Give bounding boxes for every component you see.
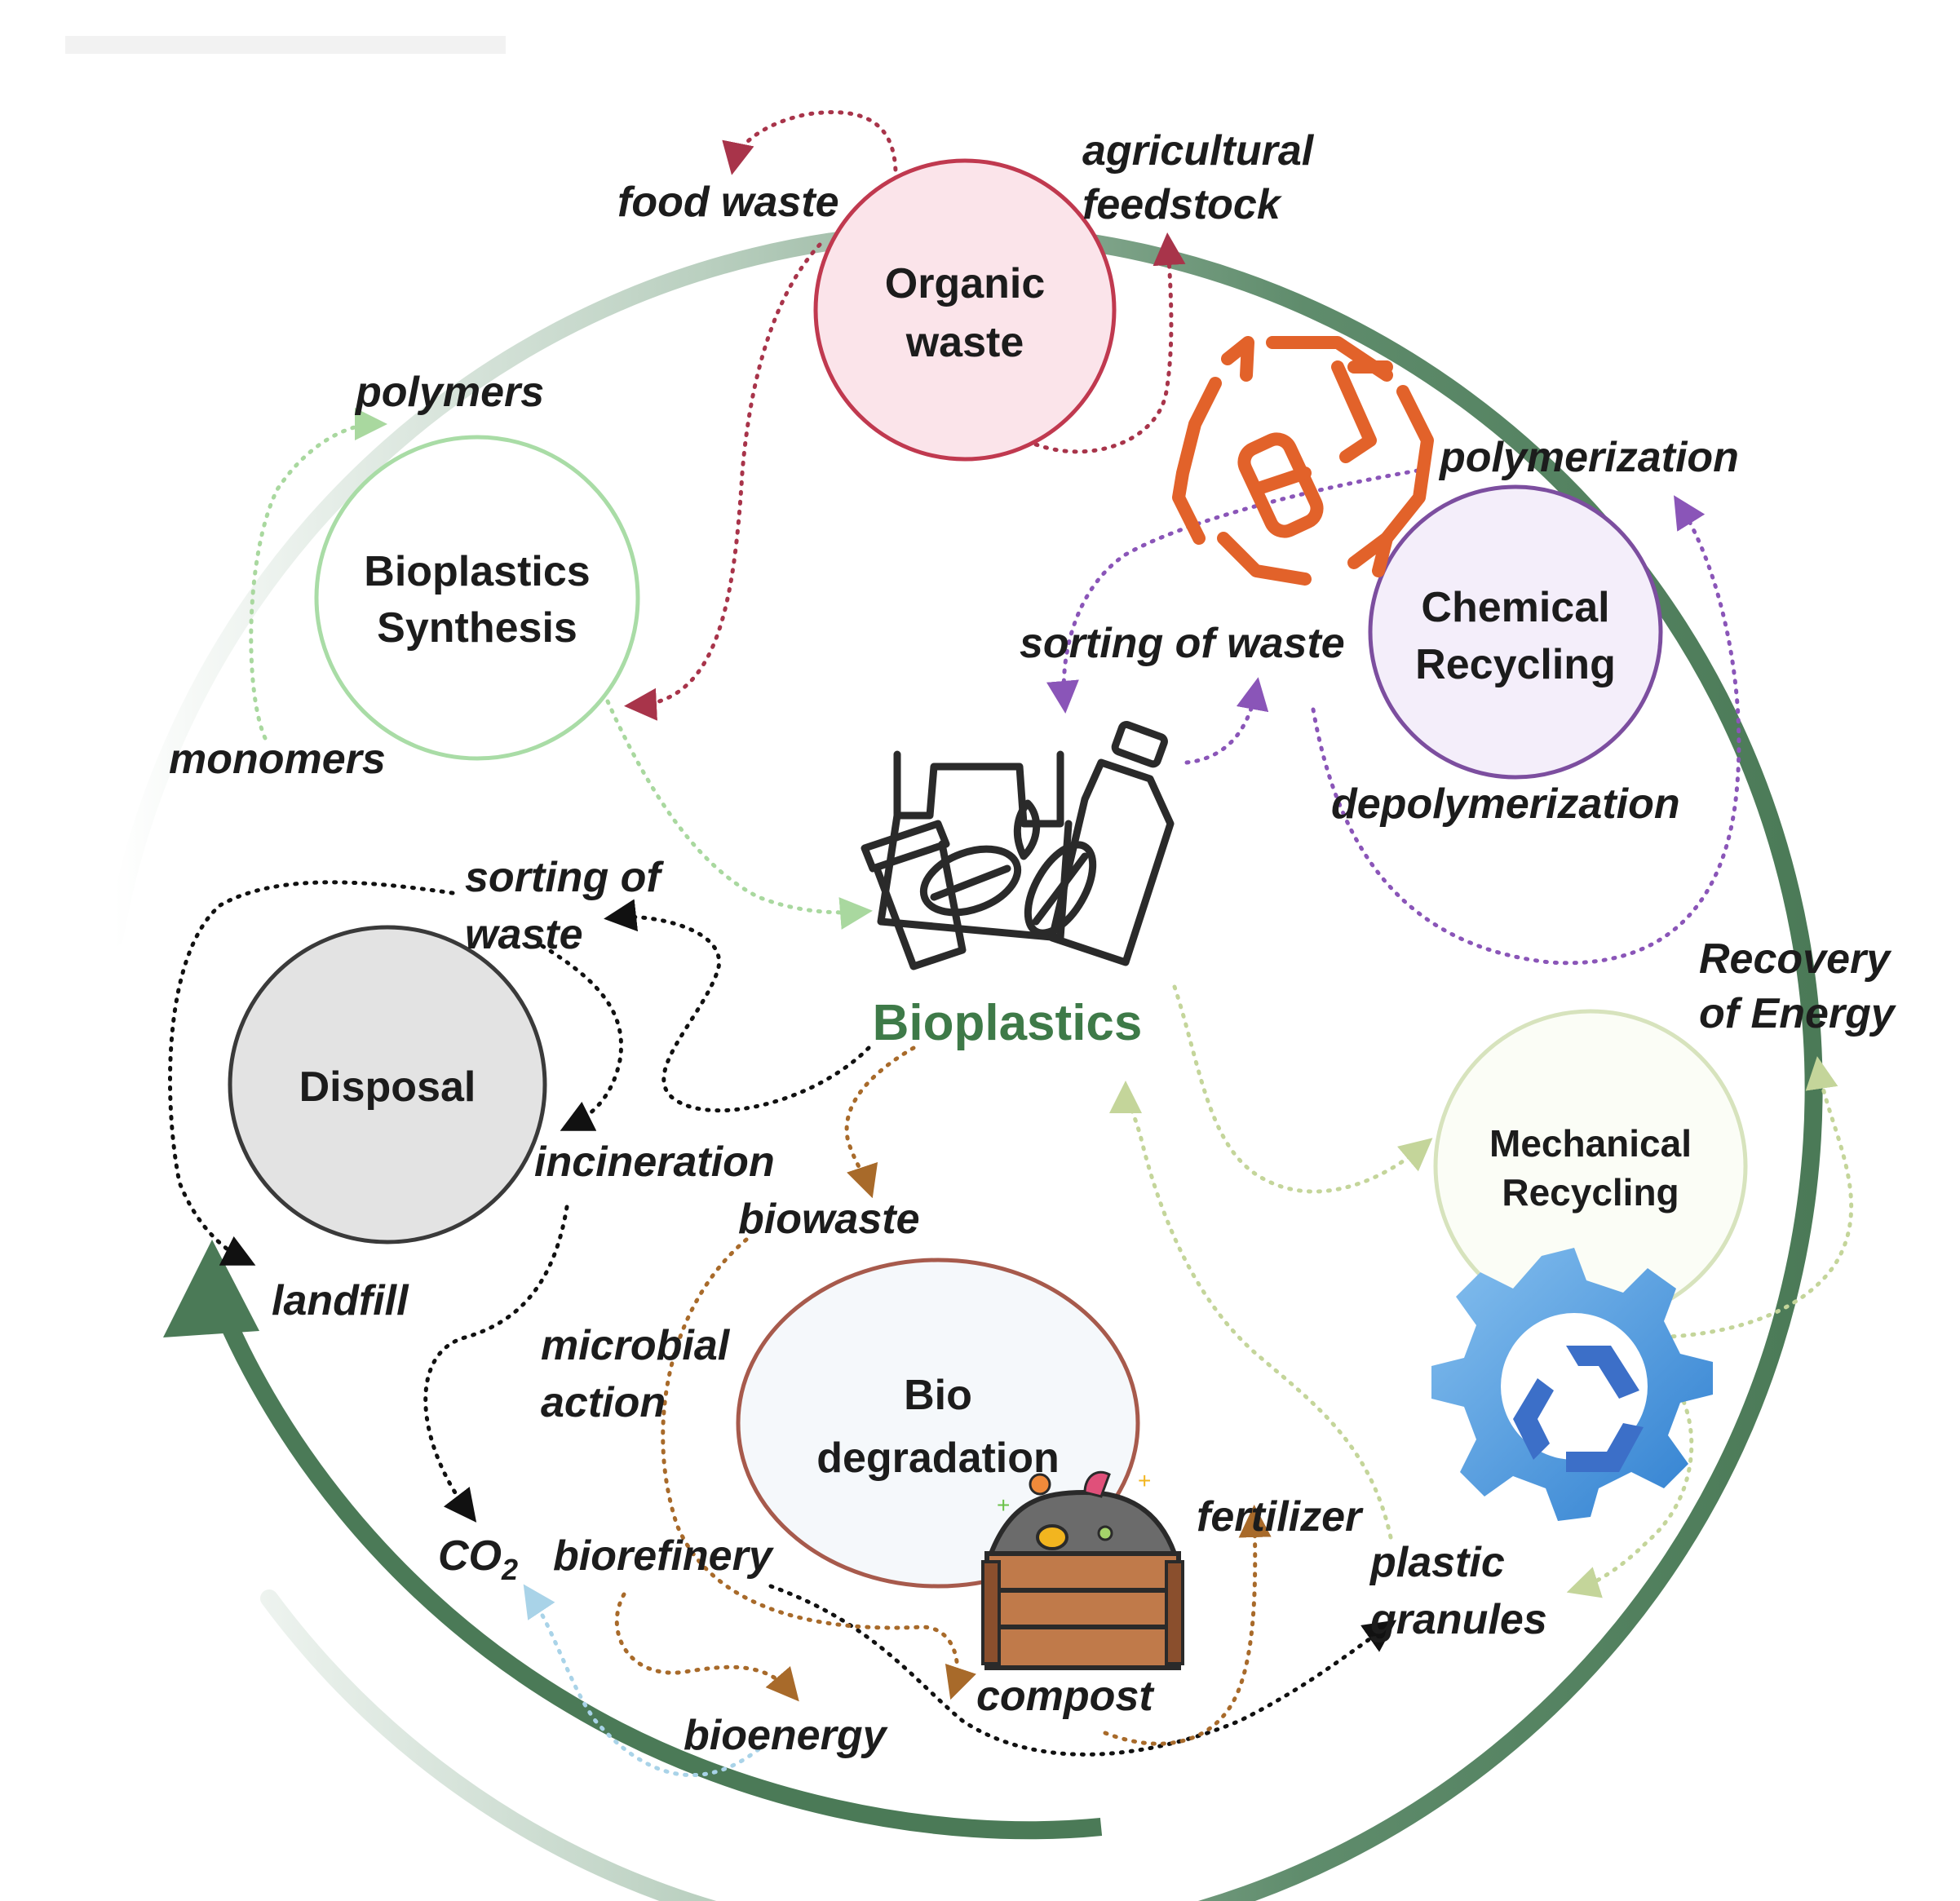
arrow-depolymerization-to-polymerization bbox=[1311, 495, 1741, 966]
flow-labels: food waste agricultural feedstock polyme… bbox=[169, 127, 1897, 1759]
label-of-energy: of Energy bbox=[1699, 990, 1897, 1037]
chemical-recycling-line-2: Recycling bbox=[1415, 641, 1616, 688]
bioplastics-synthesis-line-1: Bioplastics bbox=[364, 548, 590, 595]
arrow-synthesis-to-bioplastics bbox=[605, 699, 873, 930]
bioplastics-center-label: Bioplastics bbox=[873, 995, 1143, 1051]
label-recovery: Recovery bbox=[1699, 935, 1892, 983]
label-co2-main: CO bbox=[438, 1532, 502, 1580]
label-granules: granules bbox=[1369, 1596, 1547, 1643]
bioplastics-products-icon bbox=[861, 720, 1175, 970]
label-biorefinery: biorefinery bbox=[553, 1532, 775, 1580]
label-feedstock: feedstock bbox=[1082, 181, 1283, 228]
bioplastics-synthesis-line-2: Synthesis bbox=[377, 604, 577, 652]
outer-cycle-arrow bbox=[105, 223, 1823, 1901]
svg-text:+: + bbox=[1138, 1468, 1151, 1493]
node-chemical-recycling: Chemical Recycling bbox=[1368, 484, 1663, 780]
arrow-monomers-to-polymers bbox=[249, 408, 387, 741]
biodegradation-line-2: degradation bbox=[816, 1435, 1060, 1482]
chemical-recycling-line-1: Chemical bbox=[1421, 584, 1609, 631]
mechanical-recycling-line-2: Recycling bbox=[1502, 1171, 1679, 1214]
arrow-bioenergy-to-co2 bbox=[523, 1584, 761, 1778]
label-monomers: monomers bbox=[169, 736, 386, 783]
arrow-bioplastics-to-mechanical bbox=[1172, 984, 1433, 1194]
label-plastic: plastic bbox=[1369, 1539, 1505, 1586]
label-food-waste: food waste bbox=[617, 179, 839, 226]
arrow-bioplastics-to-sorting-left bbox=[604, 899, 871, 1113]
arrow-sorting-to-landfill bbox=[167, 880, 455, 1266]
arrow-granules-to-bioplastics bbox=[1109, 1081, 1393, 1540]
arrow-bioplastics-to-sorting bbox=[1184, 677, 1269, 765]
label-landfill: landfill bbox=[272, 1277, 409, 1324]
label-co2: CO2 bbox=[438, 1532, 518, 1586]
arrow-biowaste-to-compost bbox=[661, 1237, 976, 1700]
organic-waste-line-1: Organic bbox=[885, 260, 1046, 307]
node-bioplastics-synthesis: Bioplastics Synthesis bbox=[314, 435, 640, 761]
arrow-bioplastics-to-biowaste bbox=[844, 1046, 916, 1199]
label-polymers: polymers bbox=[354, 369, 544, 416]
node-mechanical-recycling: Mechanical Recycling bbox=[1433, 1009, 1748, 1324]
recycle-bottle-icon bbox=[1172, 336, 1434, 586]
arrow-mechanical-to-energy bbox=[1641, 1056, 1854, 1340]
flow-arrows bbox=[167, 110, 1854, 1778]
arrow-biorefinery-to-bioenergy bbox=[614, 1592, 799, 1702]
label-agricultural: agricultural bbox=[1082, 127, 1315, 175]
arrow-compost-to-fertilizer bbox=[1103, 1505, 1272, 1746]
label-depolymerization: depolymerization bbox=[1331, 780, 1680, 828]
gear-recycle-icon bbox=[1431, 1248, 1713, 1521]
arrow-polymerization-to-bioplastics bbox=[1046, 466, 1430, 714]
arrow-organic-to-agri-feedstock bbox=[1033, 232, 1186, 454]
svg-text:+: + bbox=[997, 1492, 1010, 1518]
label-sorting-of-waste-right: sorting of waste bbox=[1020, 620, 1345, 667]
disposal-label: Disposal bbox=[299, 1063, 476, 1111]
label-action: action bbox=[541, 1379, 666, 1426]
node-organic-waste: Organic waste bbox=[813, 158, 1117, 462]
arrow-biorefinery-to-plastic-granules bbox=[768, 1584, 1397, 1757]
label-incineration: incineration bbox=[534, 1138, 775, 1186]
organic-waste-line-2: waste bbox=[905, 319, 1024, 366]
arrow-sorting-to-incineration bbox=[540, 944, 623, 1131]
compost-bin-icon: + + bbox=[981, 1468, 1184, 1670]
arrow-organic-to-synthesis bbox=[624, 242, 822, 721]
label-co2-subscript: 2 bbox=[501, 1553, 518, 1586]
label-compost: compost bbox=[976, 1673, 1155, 1720]
label-fertilizer: fertilizer bbox=[1197, 1493, 1364, 1541]
label-sorting-of: sorting of bbox=[465, 854, 664, 901]
biodegradation-line-1: Bio bbox=[904, 1372, 972, 1419]
label-microbial: microbial bbox=[541, 1322, 731, 1369]
arrow-incineration-to-co2 bbox=[423, 1205, 569, 1523]
label-bioenergy: bioenergy bbox=[684, 1712, 889, 1759]
node-disposal: Disposal bbox=[228, 925, 547, 1244]
faint-header-bar bbox=[65, 36, 506, 54]
label-biowaste: biowaste bbox=[738, 1196, 920, 1243]
label-waste: waste bbox=[465, 911, 583, 958]
label-polymerization: polymerization bbox=[1438, 434, 1739, 481]
arrow-organic-to-food-waste bbox=[722, 110, 898, 182]
mechanical-recycling-line-1: Mechanical bbox=[1489, 1122, 1692, 1165]
